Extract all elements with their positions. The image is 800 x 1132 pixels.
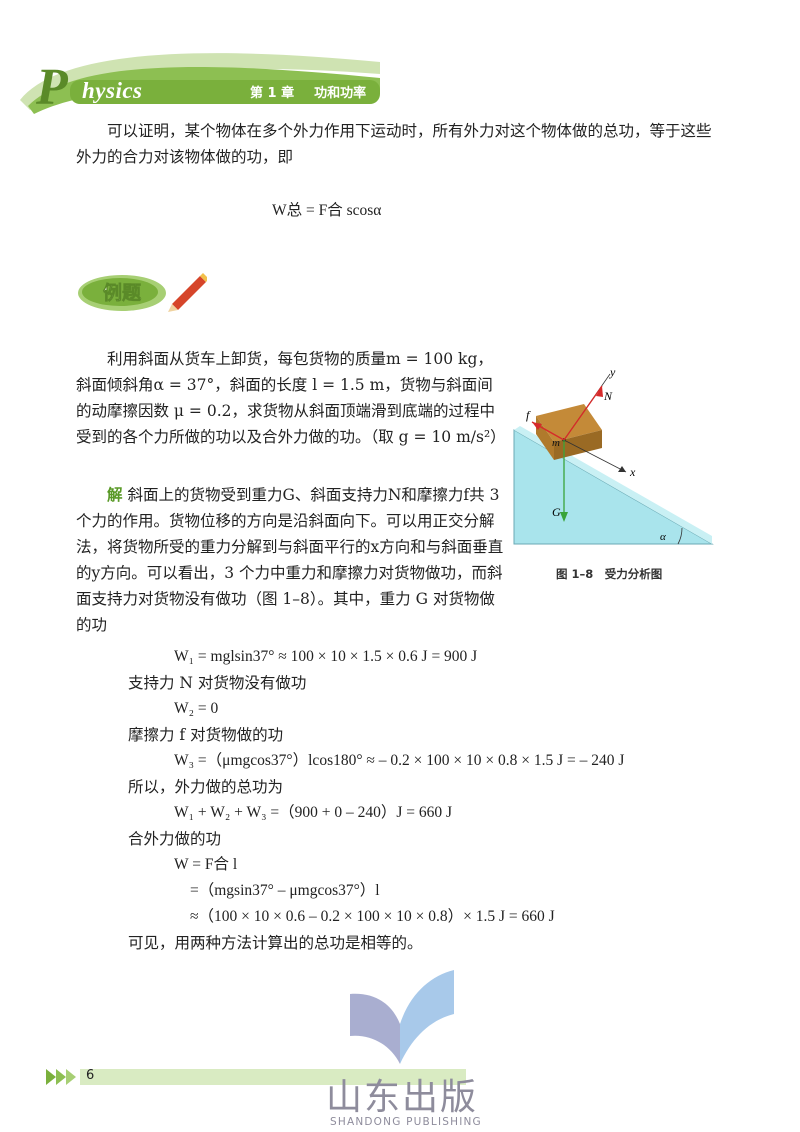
footer-bar [46, 1069, 466, 1085]
pencil-icon [168, 273, 207, 312]
calc-text-line: 可见，用两种方法计算出的总功是相等的。 [128, 934, 423, 952]
force-diagram: m y x N f G α [513, 365, 714, 545]
solution-label: 解 [107, 485, 123, 504]
chapter-title: 功和功率 [308, 84, 373, 103]
calc-equation-line: W = F合 l [174, 856, 238, 873]
publisher-name-cn: 山东出版 [326, 1077, 479, 1118]
calc-text-line: 支持力 N 对货物没有做功 [128, 674, 307, 692]
x-label: x [629, 465, 636, 479]
x-axis [563, 439, 627, 473]
solution-paragraph: 解 斜面上的货物受到重力G、斜面支持力N和摩擦力f共 3 个力的作用。货物位移的… [76, 482, 506, 638]
chapter-number: 第 1 章 [244, 84, 301, 103]
gravity-label: G [552, 505, 561, 519]
example-label: 例题 [103, 281, 141, 304]
calc-text-line: 摩擦力 f 对货物做的功 [128, 726, 284, 744]
work-calculations: W₁ = mglsin37° ≈ 100 × 10 × 1.5 × 0.6 J … [128, 644, 748, 956]
angle-arc [677, 527, 683, 545]
total-work-formula: W总 = F合 scosα [272, 202, 382, 219]
logo-letter-p: P [36, 59, 68, 116]
intro-paragraph: 可以证明，某个物体在多个外力作用下运动时，所有外力对这个物体做的总功，等于这些外… [76, 122, 712, 166]
calc-equation-line: ≈（100 × 10 × 0.6 – 0.2 × 100 × 10 × 0.8）… [190, 908, 555, 925]
logo-text: hysics [82, 78, 143, 103]
mass-label: m [552, 437, 560, 449]
header-swoosh [20, 53, 380, 114]
solution-text: 斜面上的货物受到重力G、斜面支持力N和摩擦力f共 3 个力的作用。货物位移的方向… [76, 486, 504, 634]
publisher-book-logo [350, 970, 454, 1064]
friction-label: f [526, 408, 531, 422]
calc-text-line: 所以，外力做的总功为 [128, 778, 284, 796]
publisher-name-en: SHANDONG PUBLISHING [330, 1116, 482, 1128]
angle-label: α [660, 531, 666, 543]
cargo-box [536, 404, 602, 460]
calc-equation-line: W₃ =（μmgcos37°）lcos180° ≈ – 0.2 × 100 × … [174, 752, 625, 769]
calc-equation-line: W₁ + W₂ + W₃ =（900 + 0 – 240）J = 660 J [174, 804, 453, 821]
calc-equation-line: =（mgsin37° – μmgcos37°）l [190, 882, 380, 899]
example-badge: 例题 [78, 273, 207, 312]
page-number: 6 [86, 1068, 95, 1083]
calc-equation-line: W₂ = 0 [174, 700, 219, 717]
calc-text-line: 合外力做的功 [128, 830, 222, 848]
normal-force-arrow [563, 385, 603, 441]
calc-equation-line: W₁ = mglsin37° ≈ 100 × 10 × 1.5 × 0.6 J … [174, 648, 478, 665]
y-label: y [609, 365, 616, 379]
chapter-heading: 第 1 章 功和功率 [244, 84, 373, 103]
normal-force-label: N [603, 389, 613, 403]
figure-caption: 图 1–8 受力分析图 [556, 567, 663, 581]
problem-text: 利用斜面从货车上卸货，每包货物的质量m = 100 kg，斜面倾斜角α = 37… [76, 350, 506, 446]
